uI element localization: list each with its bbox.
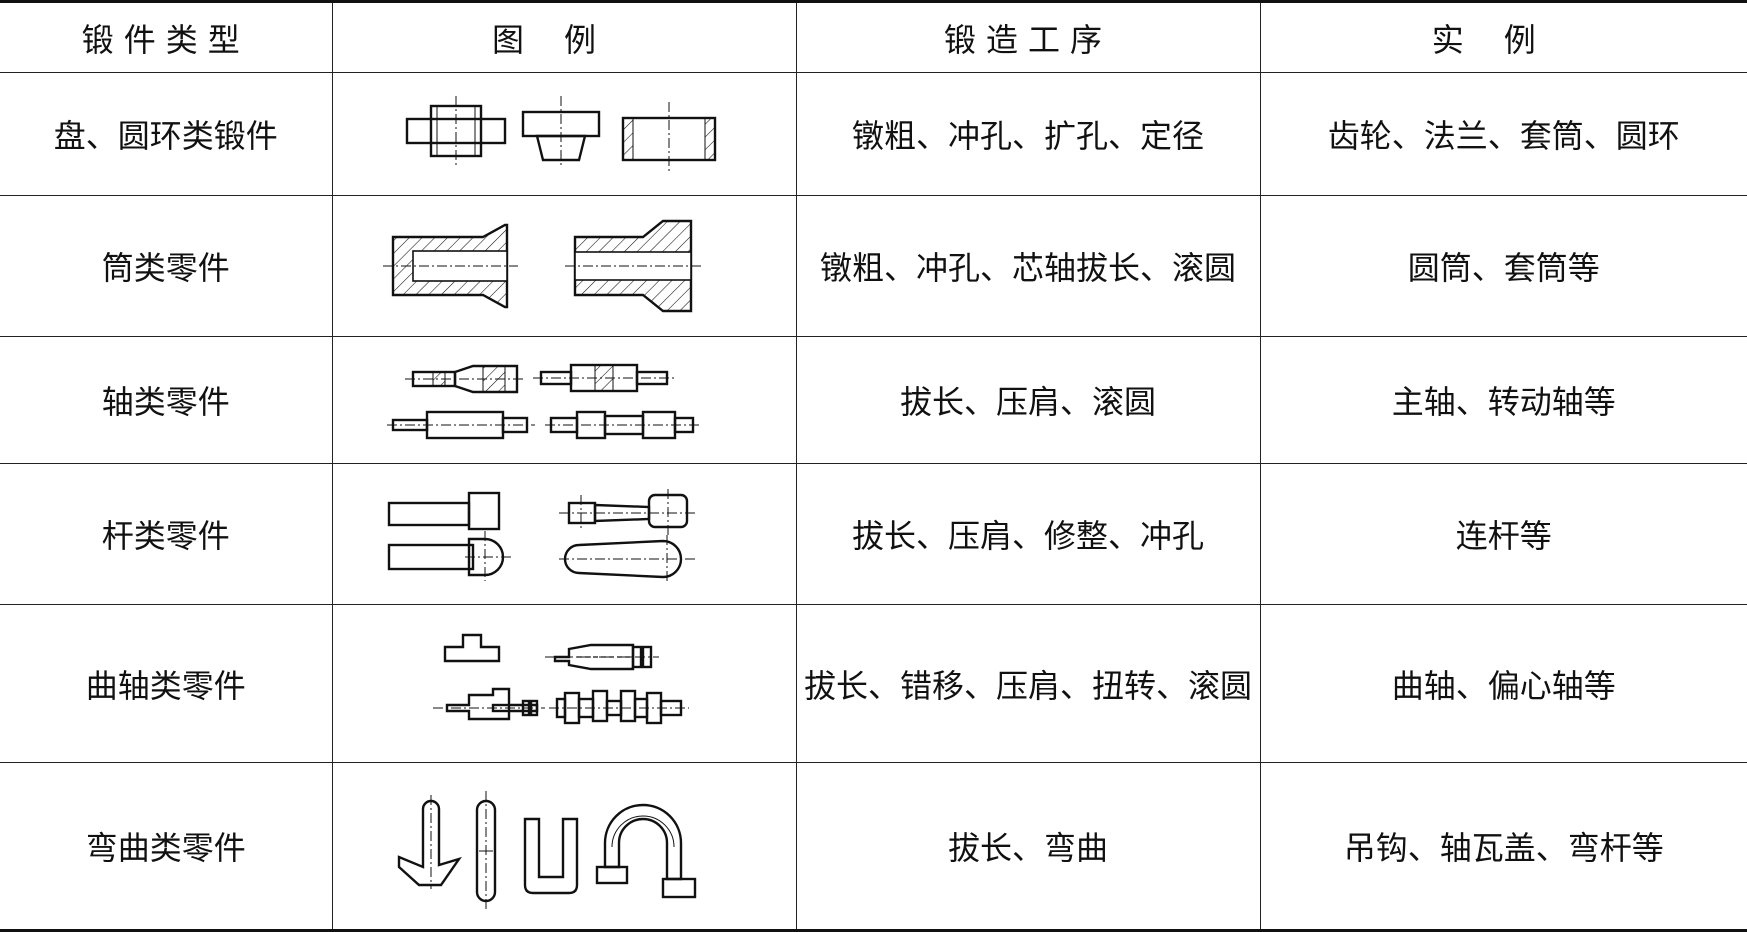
forging-type-cell: 弯曲类零件: [0, 762, 333, 932]
example-cell: 连杆等: [1259, 462, 1747, 606]
forging-process-cell: 拔长、弯曲: [795, 762, 1261, 932]
table-header-row: 锻件类型 图例 锻造工序 实例: [0, 0, 1747, 74]
forging-type-cell: 杆类零件: [0, 462, 333, 606]
header-figure: 图例: [331, 0, 797, 74]
example-cell: 主轴、转动轴等: [1259, 336, 1747, 464]
table-row: 轴类零件: [0, 336, 1747, 464]
table-row: 盘、圆环类锻件 镦粗、冲孔、扩孔、定径 齿轮、法兰、套筒、圆环: [0, 72, 1747, 196]
example-cell: 齿轮、法兰、套筒、圆环: [1259, 72, 1747, 196]
forging-process-cell: 拔长、压肩、修整、冲孔: [795, 462, 1261, 606]
forging-type-cell: 轴类零件: [0, 336, 333, 464]
forging-process-cell: 拔长、错移、压肩、扭转、滚圆: [795, 604, 1261, 764]
forging-process-cell: 镦粗、冲孔、芯轴拔长、滚圆: [795, 194, 1261, 338]
cylinder-forging-drawing: [331, 194, 797, 338]
shaft-forging-drawing: [331, 336, 797, 464]
header-example: 实例: [1259, 0, 1747, 74]
forging-type-cell: 筒类零件: [0, 194, 333, 338]
crankshaft-forging-drawing: [331, 604, 797, 764]
rod-forging-drawing: [331, 462, 797, 606]
example-cell: 曲轴、偏心轴等: [1259, 604, 1747, 764]
table-row: 弯曲类零件 拔长、弯曲 吊钩、轴瓦盖、弯杆等: [0, 762, 1747, 932]
forging-process-cell: 镦粗、冲孔、扩孔、定径: [795, 72, 1261, 196]
bent-forging-drawing: [331, 762, 797, 932]
example-cell: 圆筒、套筒等: [1259, 194, 1747, 338]
table-row: 杆类零件: [0, 462, 1747, 606]
table-row: 筒类零件 镦粗、冲孔、芯轴拔长、滚圆 圆筒、套筒等: [0, 194, 1747, 338]
disc-ring-forging-drawing: [331, 72, 797, 196]
example-cell: 吊钩、轴瓦盖、弯杆等: [1259, 762, 1747, 932]
forging-type-cell: 盘、圆环类锻件: [0, 72, 333, 196]
forging-type-cell: 曲轴类零件: [0, 604, 333, 764]
table-row: 曲轴类零件: [0, 604, 1747, 764]
header-forging-process: 锻造工序: [795, 0, 1261, 74]
header-forging-type: 锻件类型: [0, 0, 333, 74]
forging-process-cell: 拔长、压肩、滚圆: [795, 336, 1261, 464]
